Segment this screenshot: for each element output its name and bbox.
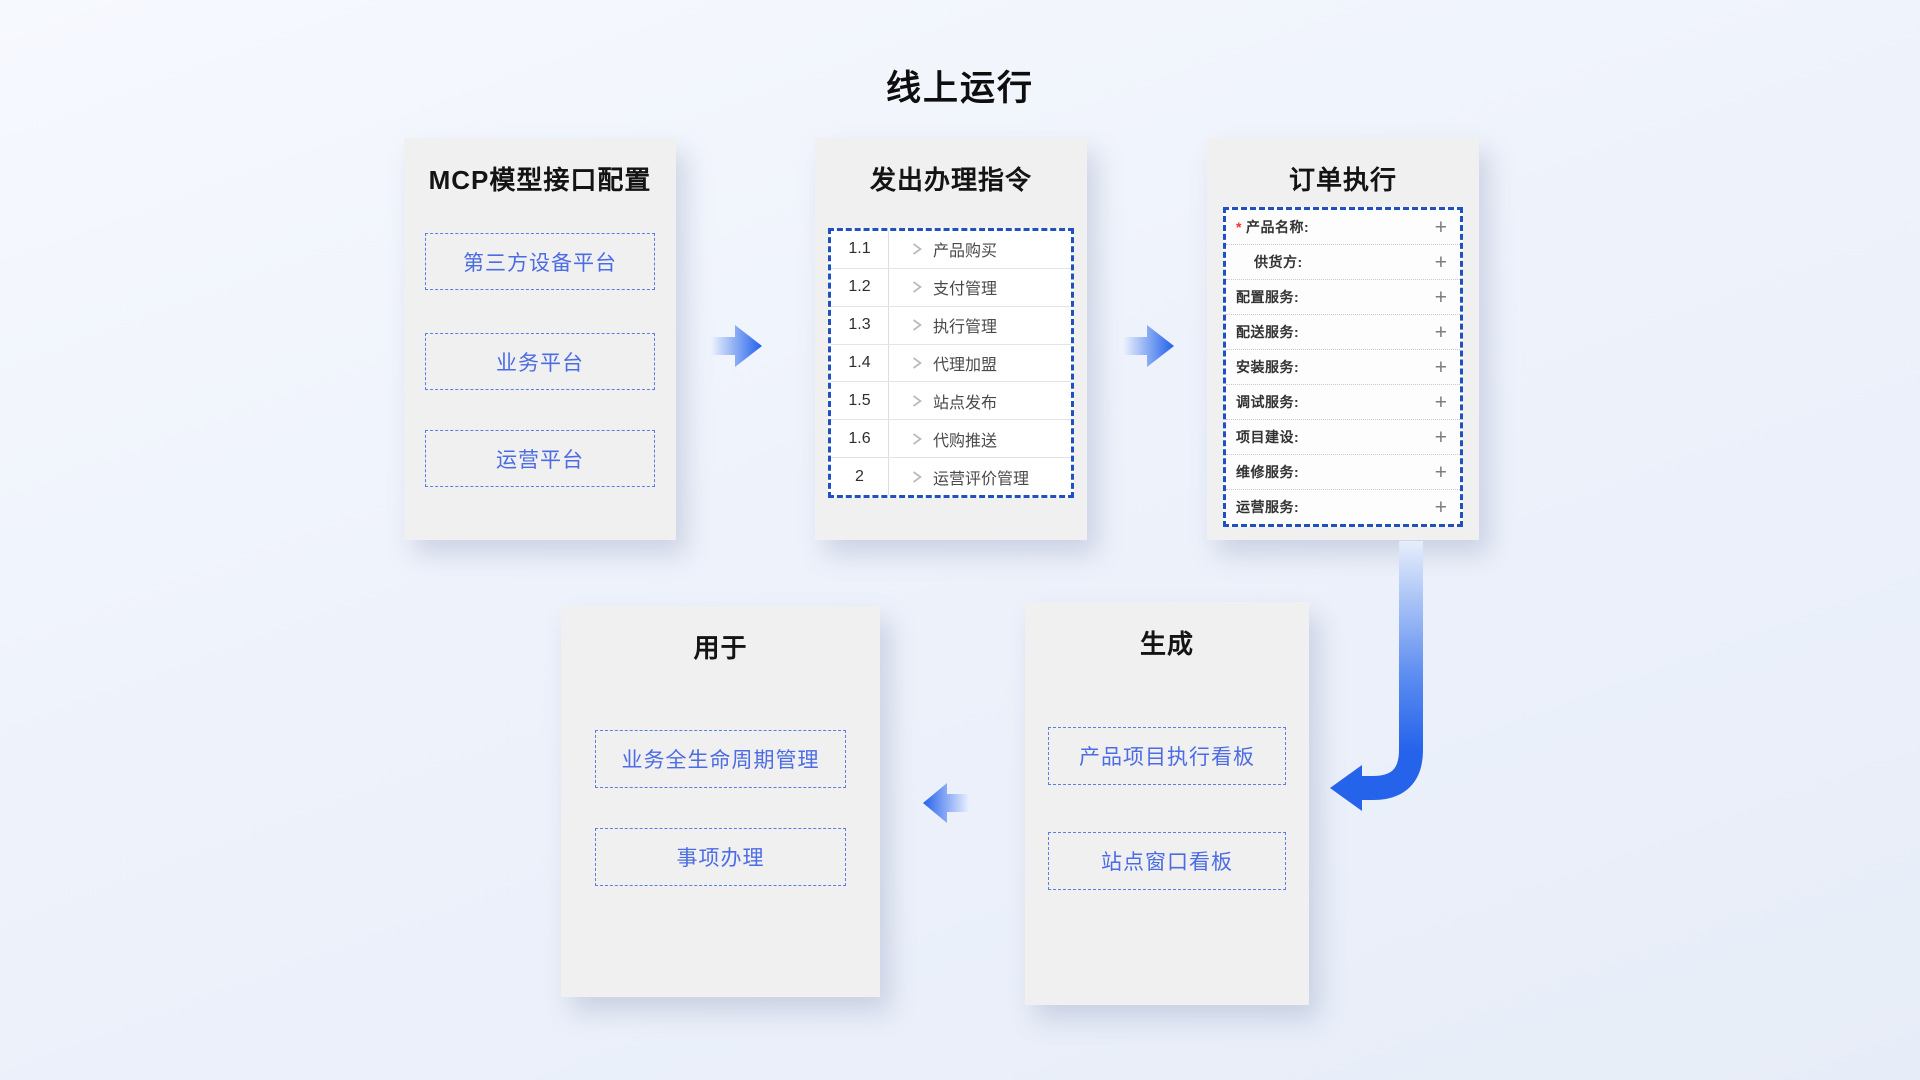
card-mcp-config: MCP模型接口配置 第三方设备平台 业务平台 运营平台 [404,138,676,540]
instruction-table: 1.1 产品购买 1.2 支付管理 1.3 执行管理 1.4 代理加盟 1.5 … [828,228,1074,498]
instruction-number: 1.6 [831,420,889,458]
order-field-label: 调试服务: [1236,394,1300,410]
pill-third-party-platform[interactable]: 第三方设备平台 [425,233,655,290]
card-generate-title: 生成 [1139,629,1194,659]
order-field-label: 运营服务: [1236,499,1300,515]
chevron-right-icon [911,470,923,484]
required-asterisk-icon: * [1236,219,1242,235]
card-mcp-title: MCP模型接口配置 [428,165,652,195]
instruction-row[interactable]: 1.1 产品购买 [831,231,1071,269]
order-field-row: 供货方: + [1226,245,1460,280]
instruction-number: 2 [831,458,889,496]
order-field-label: 项目建设: [1236,429,1300,445]
plus-icon[interactable]: + [1434,460,1447,484]
instruction-row[interactable]: 1.3 执行管理 [831,306,1071,345]
order-field-row: 配置服务: + [1226,280,1460,315]
order-field-row: 安装服务: + [1226,350,1460,385]
instruction-row[interactable]: 1.6 代购推送 [831,420,1071,459]
plus-icon[interactable]: + [1434,495,1447,519]
plus-icon[interactable]: + [1434,390,1447,414]
instruction-label: 代购推送 [933,432,998,450]
instruction-label: 运营评价管理 [933,470,1030,488]
plus-icon[interactable]: + [1434,425,1447,449]
pill-business-platform[interactable]: 业务平台 [425,333,655,390]
plus-icon[interactable]: + [1434,355,1447,379]
pill-site-window-board[interactable]: 站点窗口看板 [1048,832,1286,890]
chevron-right-icon [911,356,923,370]
pill-product-project-board[interactable]: 产品项目执行看板 [1048,727,1286,785]
chevron-right-icon [911,242,923,256]
card-instructions-title: 发出办理指令 [869,165,1032,195]
instruction-label: 执行管理 [933,319,998,337]
order-field-row: 项目建设: + [1226,420,1460,455]
order-field-label: 配送服务: [1236,324,1300,340]
chevron-right-icon [911,394,923,408]
plus-icon[interactable]: + [1434,250,1447,274]
instruction-row[interactable]: 1.5 站点发布 [831,382,1071,421]
card-generate: 生成 产品项目执行看板 站点窗口看板 [1025,602,1309,1005]
instruction-row[interactable]: 1.4 代理加盟 [831,344,1071,383]
instruction-label: 站点发布 [933,394,998,412]
card-used-for: 用于 业务全生命周期管理 事项办理 [561,606,880,997]
instruction-label: 产品购买 [933,243,998,261]
instruction-number: 1.2 [831,268,889,306]
order-field-label: 维修服务: [1236,464,1300,480]
order-field-row: 维修服务: + [1226,455,1460,490]
order-field-list: *产品名称: + 供货方: + 配置服务: + 配送服务: + 安装服务: + … [1223,207,1463,527]
card-order-title: 订单执行 [1288,165,1397,195]
order-field-label: *产品名称: [1236,219,1310,235]
instruction-number: 1.1 [831,231,889,268]
order-field-label: 安装服务: [1236,359,1300,375]
instruction-number: 1.3 [831,306,889,344]
arrow-elbow-down-left-icon [1330,541,1423,811]
order-field-row: 配送服务: + [1226,315,1460,350]
chevron-right-icon [911,280,923,294]
order-field-row: 运营服务: + [1226,490,1460,524]
pill-matter-handling[interactable]: 事项办理 [595,828,846,886]
instruction-label: 支付管理 [933,281,998,299]
pill-lifecycle-management[interactable]: 业务全生命周期管理 [595,730,846,788]
arrow-left-icon [923,783,970,823]
order-field-label: 配置服务: [1236,289,1300,305]
instruction-number: 1.4 [831,344,889,382]
page-title: 线上运行 [885,69,1034,108]
plus-icon[interactable]: + [1434,320,1447,344]
chevron-right-icon [911,432,923,446]
order-field-label: 供货方: [1254,254,1303,270]
plus-icon[interactable]: + [1434,215,1447,239]
instruction-label: 代理加盟 [933,357,998,374]
card-issue-instructions: 发出办理指令 1.1 产品购买 1.2 支付管理 1.3 执行管理 1.4 代理… [815,138,1087,540]
order-field-row: *产品名称: + [1226,210,1460,245]
pill-operation-platform[interactable]: 运营平台 [425,430,655,487]
chevron-right-icon [911,318,923,332]
instruction-row[interactable]: 1.2 支付管理 [831,268,1071,307]
instruction-number: 1.5 [831,382,889,420]
order-field-row: 调试服务: + [1226,385,1460,420]
plus-icon[interactable]: + [1434,285,1447,309]
card-usage-title: 用于 [693,633,748,663]
card-order-execution: 订单执行 *产品名称: + 供货方: + 配置服务: + 配送服务: + 安装服… [1207,138,1479,540]
arrow-right-icon [1123,325,1174,367]
arrow-right-icon [711,325,762,367]
instruction-row[interactable]: 2 运营评价管理 [831,458,1071,496]
